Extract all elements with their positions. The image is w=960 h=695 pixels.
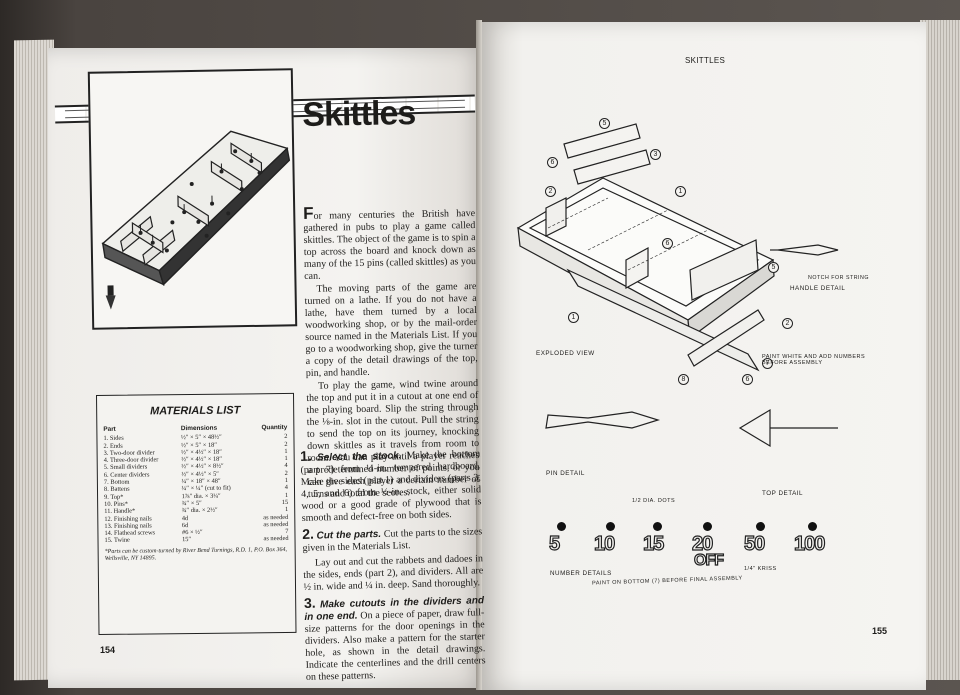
label-paint-note: PAINT WHITE AND ADD NUMBERS BEFORE ASSEM… bbox=[762, 354, 866, 366]
dimensions-cell: 15″ bbox=[182, 536, 192, 544]
number-dot-4 bbox=[703, 522, 712, 531]
top-and-handle-icon bbox=[105, 285, 116, 310]
quantity-cell: as needed bbox=[263, 535, 289, 543]
materials-footnote: *Parts can be custom-turned by River Ben… bbox=[104, 546, 288, 562]
label-exploded-view: EXPLODED VIEW bbox=[536, 350, 595, 357]
label-kriss-note: 1/4" KRISS bbox=[744, 566, 777, 572]
callout-5b: 5 bbox=[768, 262, 779, 273]
running-header: SKITTLES bbox=[685, 56, 726, 65]
board-perspective-drawing bbox=[101, 130, 291, 310]
callout-5: 5 bbox=[599, 118, 610, 129]
step-2: 2. Cut the parts. Cut the parts to the s… bbox=[301, 525, 483, 554]
number-100: 100 bbox=[793, 532, 826, 555]
callout-1b: 1 bbox=[568, 312, 579, 323]
quantity-cell: as needed bbox=[263, 520, 289, 529]
number-dot-6 bbox=[808, 522, 817, 531]
step-1: 1. Select the stock. Make the bottom (pa… bbox=[299, 447, 482, 524]
materials-list-box: MATERIALS LIST Part Dimensions Quantity … bbox=[96, 392, 297, 635]
step-3: 3. Make cutouts in the dividers and in o… bbox=[303, 594, 486, 683]
number-15: 15 bbox=[642, 532, 664, 555]
label-handle-detail: HANDLE DETAIL bbox=[790, 285, 846, 292]
drop-cap: F bbox=[302, 203, 314, 223]
book-spine bbox=[476, 20, 482, 690]
intro-paragraph-2: The moving parts of the game are turned … bbox=[304, 280, 478, 379]
exploded-view-drawing bbox=[516, 123, 839, 448]
callout-1: 1 bbox=[675, 186, 686, 197]
col-quantity: Quantity bbox=[261, 423, 288, 432]
number-50: 50 bbox=[743, 532, 765, 555]
number-off: OFF bbox=[693, 551, 724, 569]
number-5: 5 bbox=[548, 532, 560, 555]
step-2-continued: Lay out and cut the rabbets and dadoes i… bbox=[303, 553, 484, 593]
callout-6c: 6 bbox=[742, 374, 753, 385]
number-dot-2 bbox=[606, 522, 615, 531]
instruction-steps: 1. Select the stock. Make the bottom (pa… bbox=[300, 445, 486, 687]
table-row: 15. Twine 15″ as needed bbox=[104, 535, 288, 544]
number-dot-5 bbox=[756, 522, 765, 531]
number-dot-1 bbox=[557, 522, 566, 531]
callout-2: 2 bbox=[545, 186, 556, 197]
number-10: 10 bbox=[593, 532, 615, 555]
number-20: 20 bbox=[691, 532, 713, 555]
callout-3: 3 bbox=[650, 149, 661, 160]
materials-list-title: MATERIALS LIST bbox=[149, 404, 241, 418]
page-title: Skittles bbox=[302, 94, 416, 134]
page-stack-right bbox=[920, 20, 960, 680]
label-number-details: NUMBER DETAILS bbox=[550, 570, 612, 577]
callout-8: 8 bbox=[678, 374, 689, 385]
callout-2b: 2 bbox=[782, 318, 793, 329]
callout-6: 6 bbox=[547, 157, 558, 168]
page-number-left: 154 bbox=[100, 645, 116, 655]
callout-7: 7 bbox=[762, 358, 773, 369]
page-number-right: 155 bbox=[872, 626, 888, 636]
callout-6b: 6 bbox=[662, 238, 673, 249]
label-dots-note: 1/2 DIA. DOTS bbox=[632, 498, 676, 504]
intro-paragraph-1: For many centuries the British have gath… bbox=[302, 203, 477, 282]
part-cell: 15. Twine bbox=[104, 537, 130, 545]
label-top-detail: TOP DETAIL bbox=[762, 490, 804, 497]
label-notch-note: NOTCH FOR STRING bbox=[808, 275, 869, 281]
skittles-board-illustration bbox=[87, 68, 298, 330]
label-pin-detail: PIN DETAIL bbox=[546, 470, 585, 477]
number-dot-3 bbox=[653, 522, 662, 531]
